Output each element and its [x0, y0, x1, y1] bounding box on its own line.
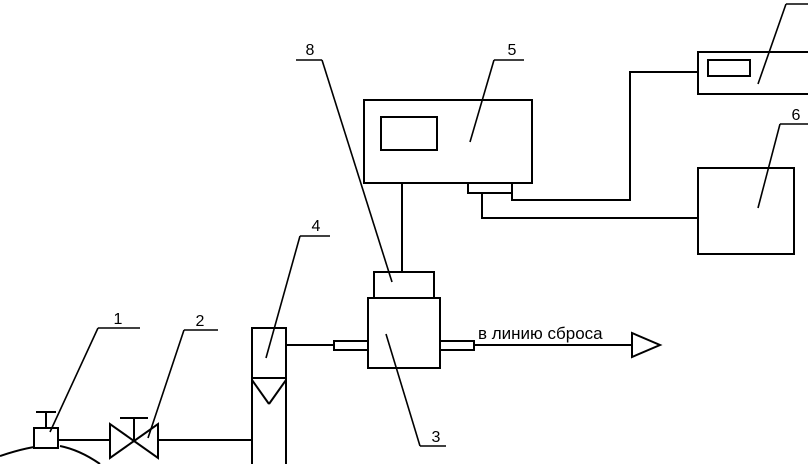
label-5: 5 [508, 42, 517, 59]
callout-3: 3 [385, 333, 446, 447]
filter-column [251, 327, 287, 464]
cable-unit-display [511, 71, 698, 201]
gas-cylinder [0, 411, 101, 464]
callout-8: 8 [296, 42, 393, 283]
label-1: 1 [114, 311, 123, 328]
label-3: 3 [432, 429, 441, 446]
cable-unit-recorder [481, 193, 698, 219]
callout-1: 1 [49, 311, 140, 433]
exhaust-label: в линию сброса [478, 324, 603, 343]
exhaust-arrow [631, 331, 663, 359]
label-2: 2 [196, 313, 205, 330]
callout-5: 5 [469, 42, 524, 143]
recorder-unit [697, 167, 795, 255]
callout-6: 6 [757, 107, 808, 209]
callout-7 [757, 3, 808, 85]
label-8: 8 [306, 42, 315, 59]
control-unit [363, 99, 533, 194]
remote-display [697, 51, 808, 95]
callout-2: 2 [147, 313, 218, 439]
label-6: 6 [792, 107, 801, 124]
measuring-chamber [367, 297, 441, 369]
inlet-nozzle [333, 340, 369, 351]
callout-4: 4 [265, 218, 330, 359]
outlet-nozzle [439, 340, 475, 351]
shutoff-valve [109, 417, 159, 460]
label-4: 4 [312, 218, 321, 235]
sensor-head [373, 271, 435, 299]
